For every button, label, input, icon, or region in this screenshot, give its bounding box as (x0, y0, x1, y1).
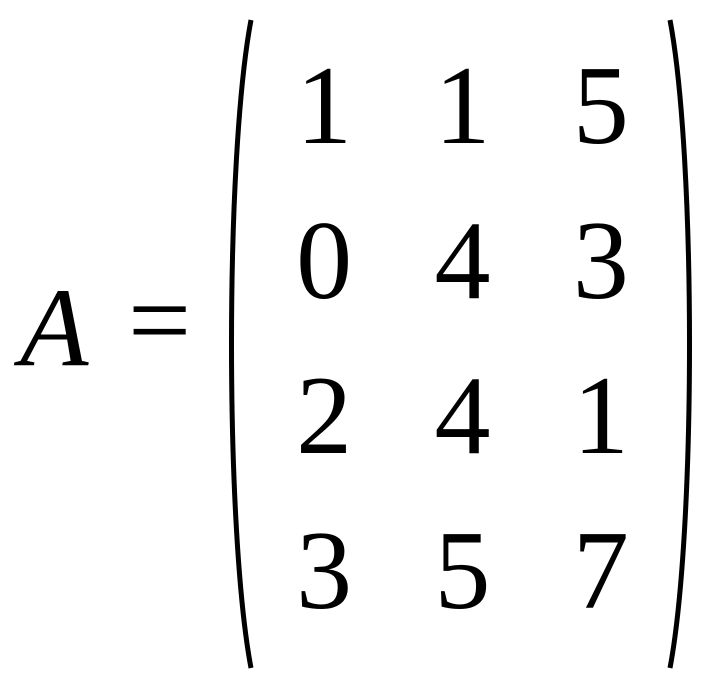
matrix-cell-r3-c2: 4 (434, 353, 491, 478)
matrix-cell-r2-c2: 4 (434, 198, 491, 323)
matrix-cell-r2-c3: 3 (572, 198, 629, 323)
matrix-cell-r3-c1: 2 (296, 353, 353, 478)
matrix-cell-r4-c1: 3 (296, 508, 353, 633)
matrix-variable: A (20, 266, 89, 390)
left-parenthesis (221, 18, 255, 670)
right-parenthesis (666, 18, 700, 670)
matrix-cell-r1-c1: 1 (296, 43, 353, 168)
matrix-cell-r4-c2: 5 (434, 508, 491, 633)
matrix-cell-r2-c1: 0 (296, 198, 353, 323)
matrix-cell-r1-c2: 1 (434, 43, 491, 168)
matrix-cell-r1-c3: 5 (572, 43, 629, 168)
matrix-body: 1 1 5 0 4 3 2 4 1 3 5 7 (255, 28, 670, 648)
matrix-cell-r3-c3: 1 (572, 353, 629, 478)
equals-sign: = (128, 259, 192, 383)
matrix-cell-r4-c3: 7 (572, 508, 629, 633)
